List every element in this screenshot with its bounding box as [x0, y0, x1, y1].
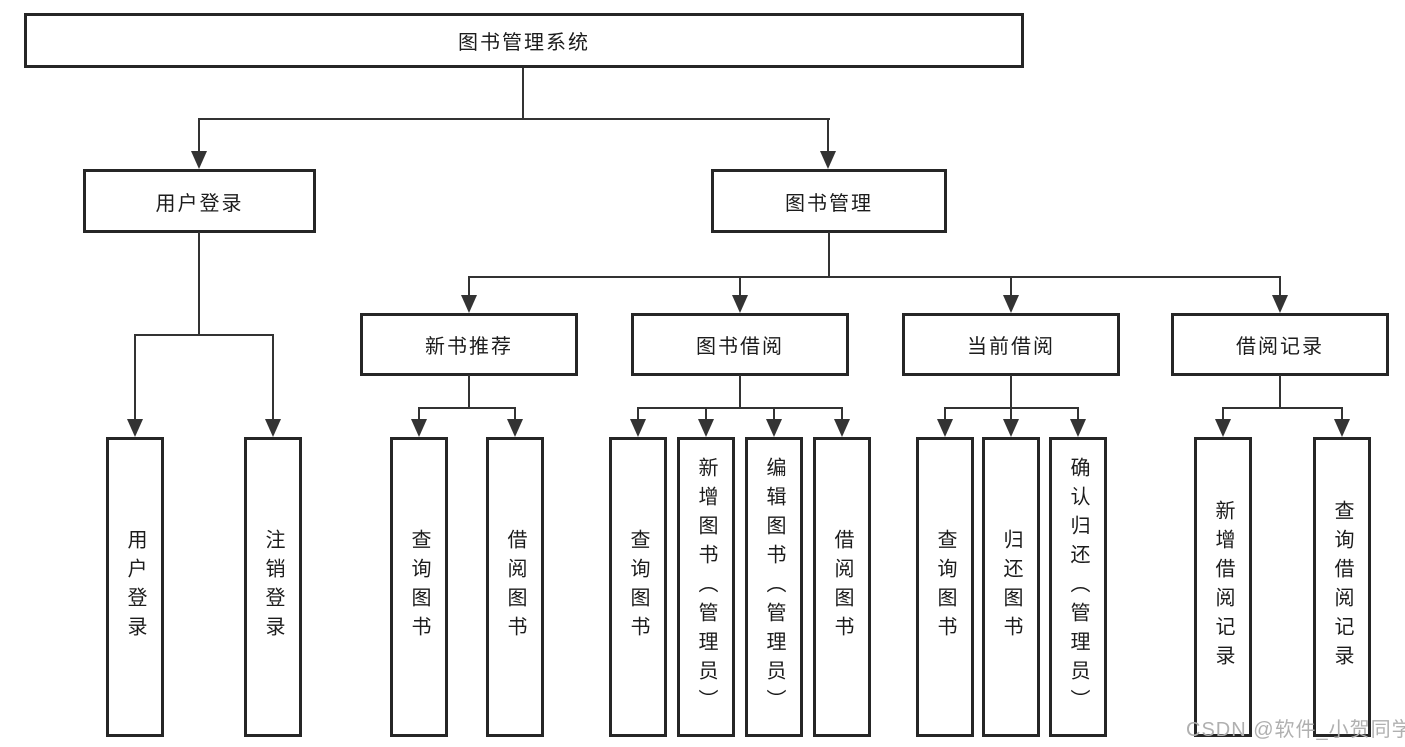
leaf-borrow-query-books: 查询图书	[609, 437, 667, 737]
leaf-current-query-books-label: 查询图书	[934, 529, 956, 645]
connector-root-stem	[522, 68, 524, 120]
connector-drop-borrow-records	[1279, 276, 1281, 296]
node-library-system-label: 图书管理系统	[458, 32, 590, 54]
leaf-return-books: 归还图书	[982, 437, 1040, 737]
arrow-down-icon	[461, 295, 477, 313]
arrow-down-icon	[766, 419, 782, 437]
connector-drop-leaf	[944, 407, 946, 421]
node-book-borrow: 图书借阅	[631, 313, 849, 376]
arrow-down-icon	[820, 151, 836, 169]
connector-drop-book-management	[827, 118, 829, 152]
leaf-borrow-query-books-label: 查询图书	[627, 529, 649, 645]
connector-book-borrow-branch	[637, 407, 841, 409]
node-new-book-recommend-label: 新书推荐	[425, 336, 513, 358]
leaf-user-login: 用户登录	[106, 437, 164, 737]
leaf-recommend-borrow-books-label: 借阅图书	[504, 529, 526, 645]
connector-drop-leaf	[1077, 407, 1079, 421]
arrow-down-icon	[732, 295, 748, 313]
leaf-query-borrow-record-label: 查询借阅记录	[1331, 500, 1353, 674]
connector-book-borrow-stem	[739, 375, 741, 409]
connector-drop-leaf	[134, 334, 136, 420]
arrow-down-icon	[937, 419, 953, 437]
arrow-down-icon	[1070, 419, 1086, 437]
node-current-borrow: 当前借阅	[902, 313, 1120, 376]
leaf-confirm-return-admin: 确认归还（管理员）	[1049, 437, 1107, 737]
connector-new-book-stem	[468, 375, 470, 409]
connector-drop-leaf	[418, 407, 420, 421]
connector-drop-leaf	[272, 334, 274, 420]
connector-drop-leaf	[1222, 407, 1224, 421]
node-book-borrow-label: 图书借阅	[696, 336, 784, 358]
leaf-edit-books-admin: 编辑图书（管理员）	[745, 437, 803, 737]
leaf-recommend-query-books-label: 查询图书	[408, 529, 430, 645]
leaf-add-borrow-record-label: 新增借阅记录	[1212, 500, 1234, 674]
arrow-down-icon	[1334, 419, 1350, 437]
leaf-add-books-admin: 新增图书（管理员）	[677, 437, 735, 737]
node-book-management: 图书管理	[711, 169, 947, 233]
arrow-down-icon	[507, 419, 523, 437]
arrow-down-icon	[265, 419, 281, 437]
connector-drop-new-book	[468, 276, 470, 296]
connector-user-login-stem	[198, 232, 200, 336]
arrow-down-icon	[1003, 419, 1019, 437]
connector-book-management-stem	[828, 232, 830, 278]
node-borrow-records-label: 借阅记录	[1236, 336, 1324, 358]
leaf-recommend-borrow-books: 借阅图书	[486, 437, 544, 737]
leaf-current-query-books: 查询图书	[916, 437, 974, 737]
node-user-login: 用户登录	[83, 169, 316, 233]
arrow-down-icon	[630, 419, 646, 437]
connector-drop-leaf	[1341, 407, 1343, 421]
leaf-borrow-books-label: 借阅图书	[831, 529, 853, 645]
connector-drop-leaf	[1010, 407, 1012, 421]
leaf-borrow-books: 借阅图书	[813, 437, 871, 737]
connector-book-management-branch	[468, 276, 1281, 278]
connector-drop-user-login	[198, 118, 200, 152]
connector-new-book-branch	[418, 407, 516, 409]
node-current-borrow-label: 当前借阅	[967, 336, 1055, 358]
connector-current-borrow-stem	[1010, 375, 1012, 409]
leaf-user-login-label: 用户登录	[124, 529, 146, 645]
connector-drop-leaf	[705, 407, 707, 421]
connector-drop-leaf	[514, 407, 516, 421]
csdn-watermark: CSDN @软件_小贺同学	[1186, 719, 1405, 741]
connector-borrow-records-stem	[1279, 375, 1281, 409]
leaf-logout: 注销登录	[244, 437, 302, 737]
connector-drop-leaf	[841, 407, 843, 421]
connector-drop-current-borrow	[1010, 276, 1012, 296]
connector-borrow-records-branch	[1222, 407, 1343, 409]
connector-root-branch	[198, 118, 830, 120]
arrow-down-icon	[698, 419, 714, 437]
leaf-recommend-query-books: 查询图书	[390, 437, 448, 737]
arrow-down-icon	[411, 419, 427, 437]
node-new-book-recommend: 新书推荐	[360, 313, 578, 376]
node-user-login-label: 用户登录	[155, 192, 244, 215]
arrow-down-icon	[1003, 295, 1019, 313]
leaf-logout-label: 注销登录	[262, 529, 284, 645]
arrow-down-icon	[1215, 419, 1231, 437]
node-book-management-label: 图书管理	[785, 192, 873, 215]
arrow-down-icon	[191, 151, 207, 169]
leaf-return-books-label: 归还图书	[1000, 529, 1022, 645]
connector-drop-book-borrow	[739, 276, 741, 296]
leaf-confirm-return-admin-label: 确认归还（管理员）	[1067, 456, 1089, 718]
leaf-edit-books-admin-label: 编辑图书（管理员）	[763, 456, 785, 718]
connector-user-login-branch	[134, 334, 274, 336]
node-library-system: 图书管理系统	[24, 13, 1024, 68]
node-borrow-records: 借阅记录	[1171, 313, 1389, 376]
connector-drop-leaf	[637, 407, 639, 421]
connector-drop-leaf	[773, 407, 775, 421]
arrow-down-icon	[127, 419, 143, 437]
arrow-down-icon	[1272, 295, 1288, 313]
leaf-add-borrow-record: 新增借阅记录	[1194, 437, 1252, 737]
leaf-query-borrow-record: 查询借阅记录	[1313, 437, 1371, 737]
arrow-down-icon	[834, 419, 850, 437]
leaf-add-books-admin-label: 新增图书（管理员）	[695, 456, 717, 718]
